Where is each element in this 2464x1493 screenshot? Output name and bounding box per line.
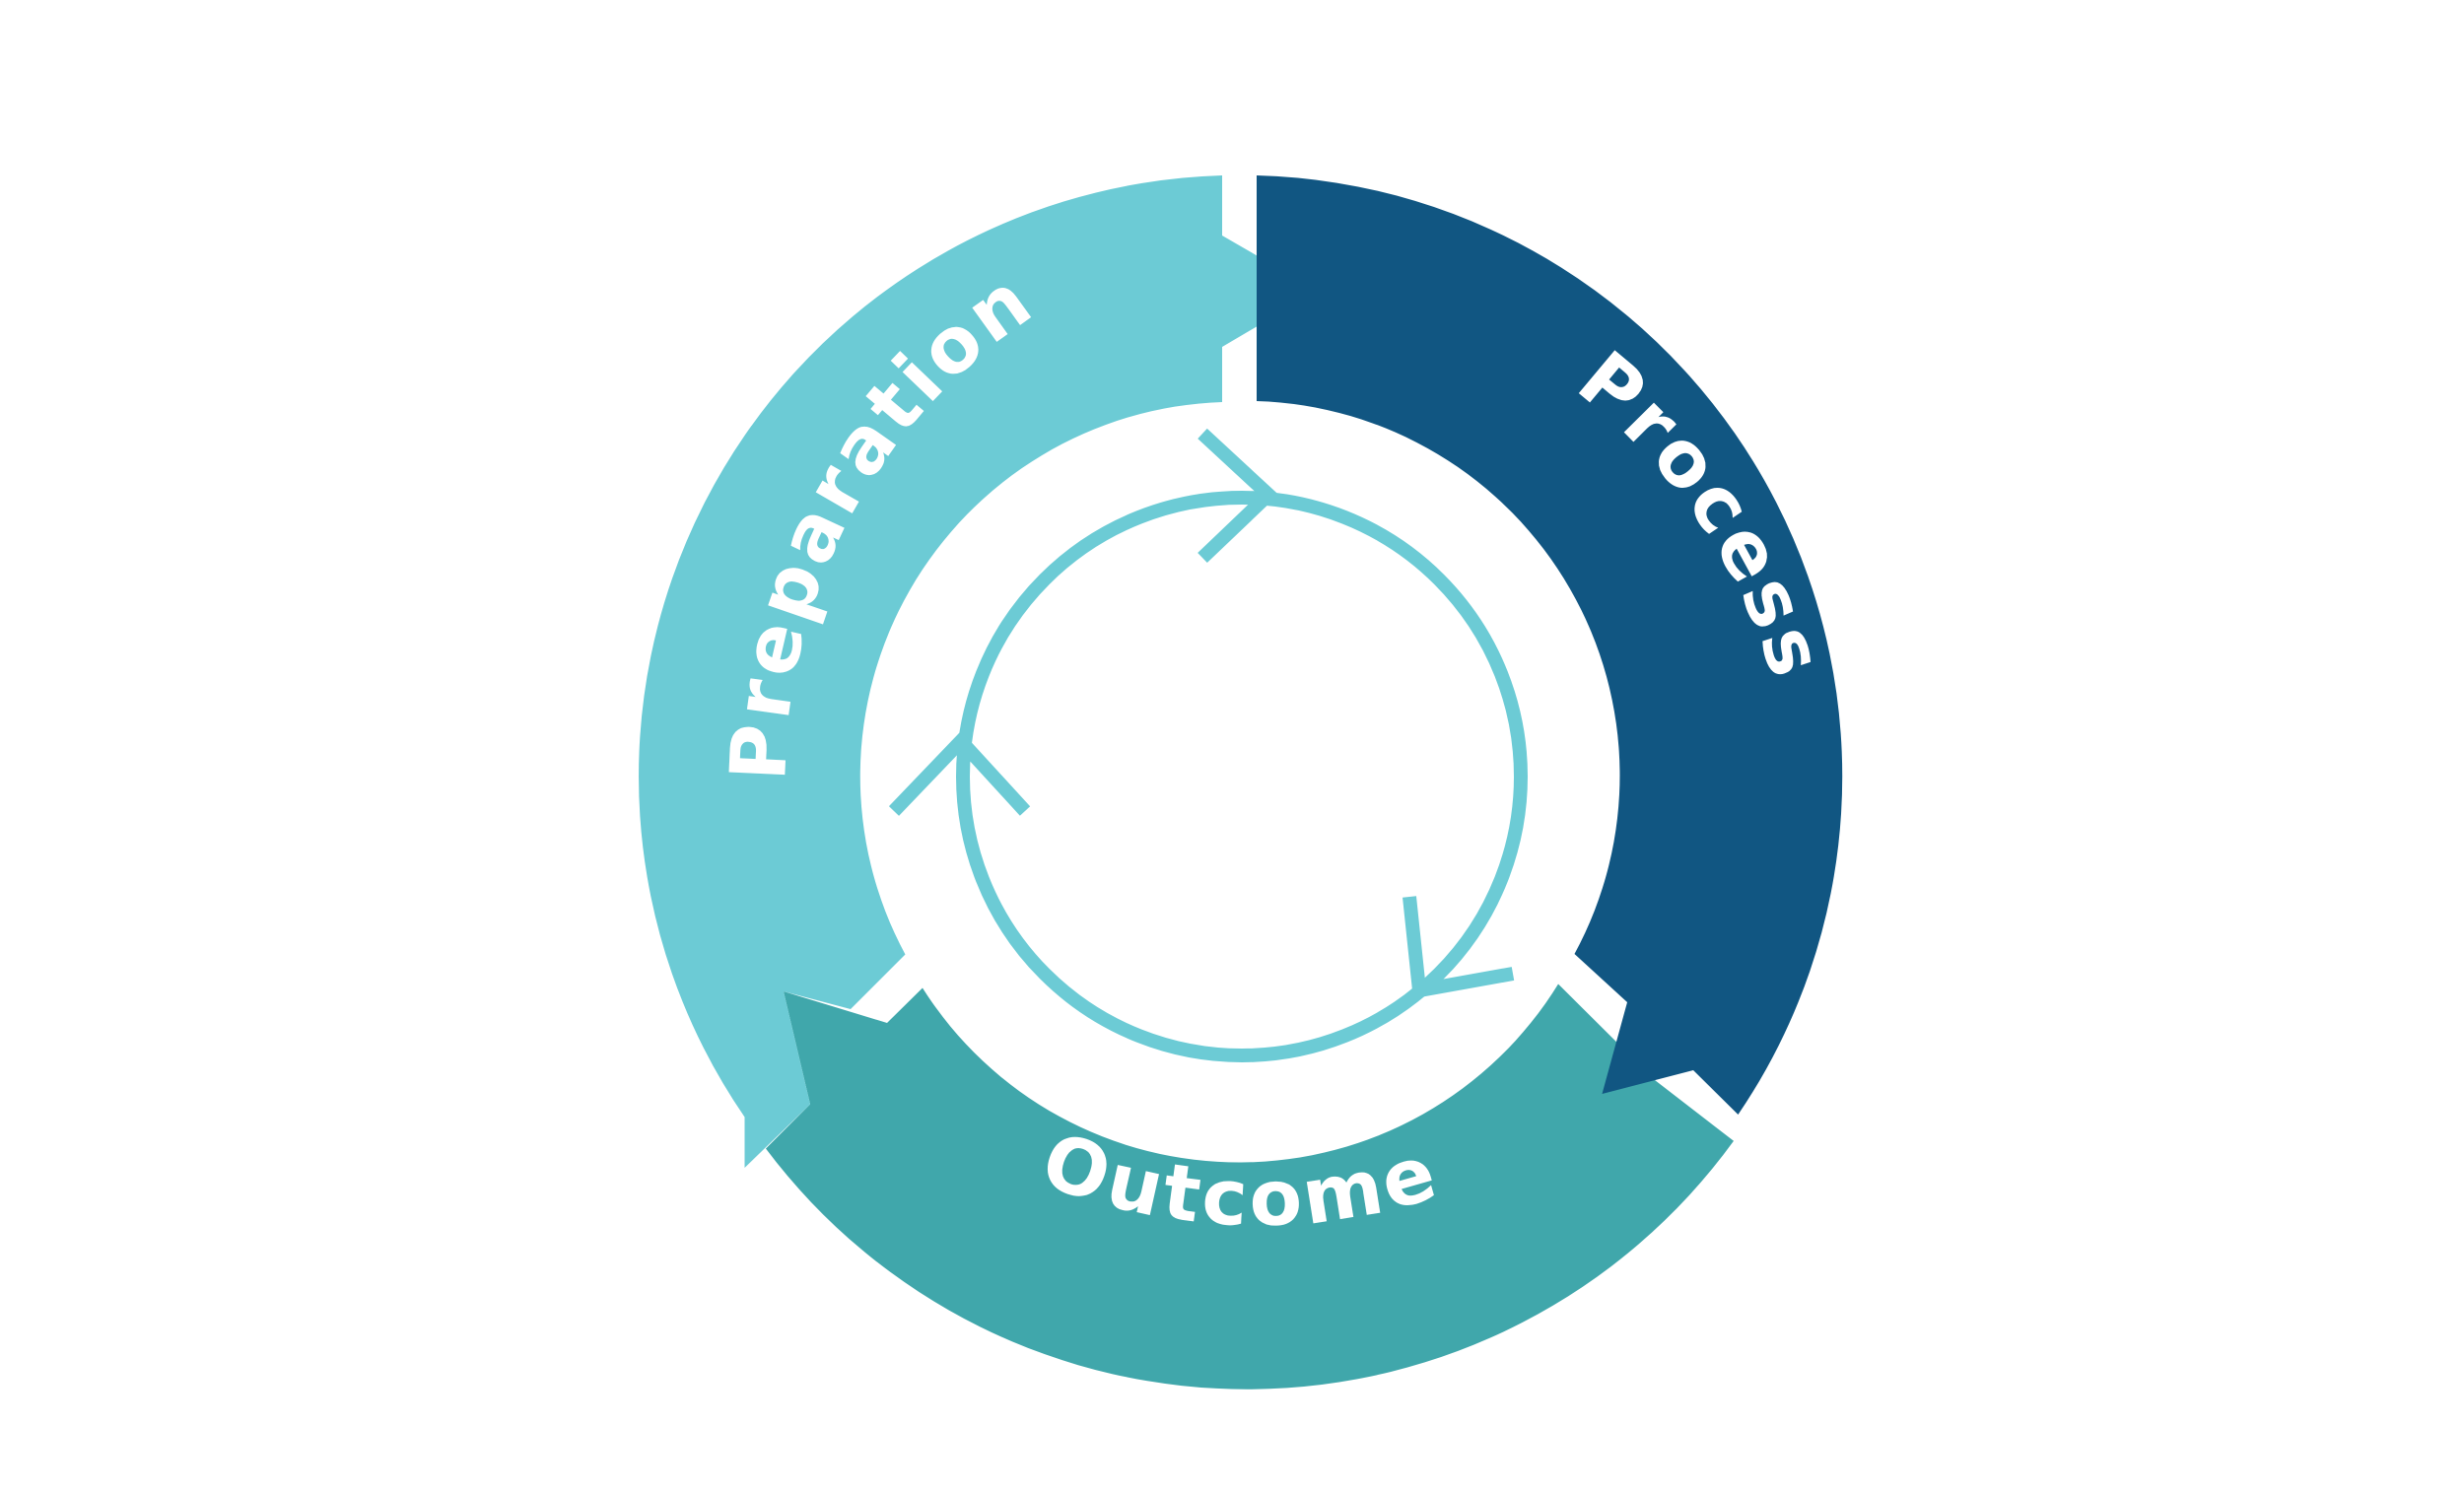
inner-ring-circle [956, 491, 1528, 1062]
preparation-segment [639, 175, 1318, 1168]
inner-cycle-ring [888, 428, 1528, 1062]
inner-arrow-left [888, 730, 1031, 816]
inner-arrow-top [1198, 428, 1279, 564]
process-segment [1257, 175, 1843, 1115]
inner-arrow-right [1403, 896, 1515, 999]
outcome-segment [766, 984, 1734, 1390]
